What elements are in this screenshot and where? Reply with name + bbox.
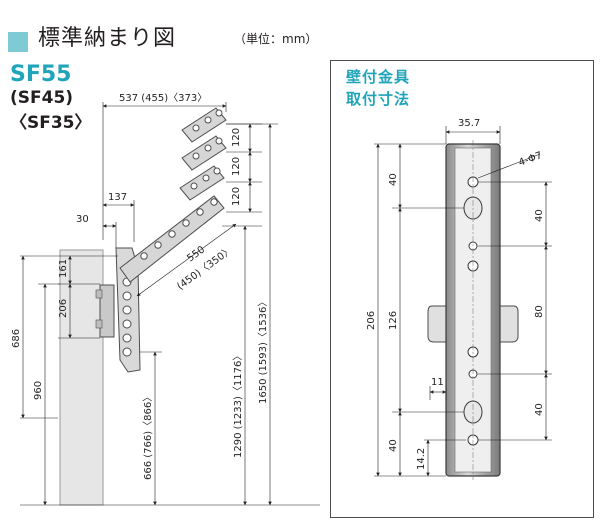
bracket-panel-title-1: 壁付金具 [346, 68, 411, 86]
dim-960-label: 960 [33, 381, 44, 400]
dim-120-b-label: 120 [231, 157, 242, 176]
model-sf55: SF55 [10, 62, 72, 87]
dim-hole-label: 4-Φ7 [517, 150, 544, 169]
dim-40-bottom-left-label: 40 [388, 439, 399, 452]
wall [59, 249, 104, 506]
dim-686-label: 686 [11, 329, 22, 348]
dim-126-label: 126 [388, 311, 399, 330]
model-sf35: 〈SF35〉 [10, 113, 92, 133]
dim-40-top-left-label: 40 [388, 173, 399, 186]
dim-80-label: 80 [534, 305, 545, 318]
dim-357-label: 35.7 [458, 118, 480, 129]
side-dimensions [20, 102, 278, 506]
dim-137-label: 137 [108, 192, 127, 203]
bracket-dimensions [374, 126, 552, 477]
bracket-panel-title-2: 取付寸法 [346, 90, 411, 108]
dim-30-label: 30 [76, 214, 89, 225]
dim-161-label: 161 [58, 259, 69, 278]
dim-120-a-label: 120 [231, 128, 242, 147]
dim-206-bracket-label: 206 [366, 311, 377, 330]
drying-arm-stowed-1 [179, 165, 225, 201]
dim-142-label: 14.2 [416, 448, 427, 470]
dim-206-label: 206 [58, 299, 69, 318]
unit-label: （単位：mm） [234, 32, 318, 46]
drying-arm-stowed-3 [181, 107, 227, 143]
dim-666-label: 666 (766)〈866〉 [142, 392, 154, 480]
page-title: 標準納まり図 [38, 26, 177, 51]
dim-1290-label: 1290 (1233)〈1176〉 [232, 351, 244, 458]
model-sf45: (SF45) [10, 88, 74, 108]
dim-40-top-right-label: 40 [534, 209, 545, 222]
dim-40-bottom-right-label: 40 [534, 403, 545, 416]
bracket-front [427, 140, 519, 480]
dim-120-c-label: 120 [231, 187, 242, 206]
dim-1650-label: 1650 (1593)〈1536〉 [257, 297, 269, 404]
dim-width-label: 537 (455)〈373〉 [119, 92, 207, 104]
title-marker [8, 32, 28, 52]
drying-arm-stowed-2 [181, 135, 227, 171]
dim-11-label: 11 [431, 377, 444, 388]
